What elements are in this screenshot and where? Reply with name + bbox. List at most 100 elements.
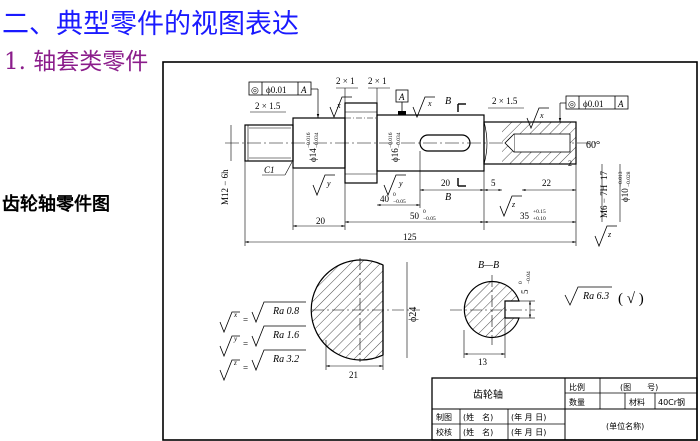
legend-letter-z: z [233,359,237,367]
svg-text:35: 35 [520,211,530,221]
svg-text:ϕ10: ϕ10 [620,188,630,202]
svg-text:40: 40 [380,194,390,204]
drawn-label: 制图 [436,412,452,422]
dimension-5-keyway: 5 0 −0.04 [518,271,532,294]
svg-text:ϕ14: ϕ14 [308,148,318,162]
svg-text:A: A [398,92,405,102]
dimension-22: 22 [542,178,551,188]
dimension-40: 40 0 −0.05 [380,192,406,205]
svg-text:+0.10: +0.10 [533,216,546,222]
dimension-20-keyway: 20 [441,178,451,188]
thread-left-label: M12 − 6h [220,169,230,205]
legend-value-z: Ra 3.2 [272,354,299,365]
end-view [310,258,420,370]
dimension-21: 21 [349,370,358,380]
legend-equals: = [243,339,248,349]
chamfer-label: 2 × 1.5 [492,96,518,106]
svg-text:ϕ16: ϕ16 [390,148,400,162]
dimension-lines [244,151,577,246]
legend-value-x: Ra 0.8 [272,306,299,317]
section-mark-top: B [445,96,451,107]
roughness-legend [219,301,306,382]
svg-text:Ra 6.3: Ra 6.3 [582,291,609,302]
svg-text:−0.028: −0.028 [626,171,632,187]
check-name: (姓 名) [463,427,493,437]
legend-letter-x: x [233,311,238,319]
legend-letter-y: y [233,335,238,343]
material-value: 40Cr钢 [658,397,685,407]
drawn-name: (姓 名) [463,412,493,422]
svg-text:0: 0 [393,192,396,198]
svg-text:−0.034: −0.034 [396,132,402,148]
svg-text:−0.04: −0.04 [526,271,532,284]
title-block [431,377,698,441]
diameter-phi10: ϕ10 −0.013 −0.028 [618,171,632,202]
legend-equals: = [243,363,248,373]
dimension-50: 50 0 −0.05 [410,209,436,222]
shaft-main-view [225,102,600,184]
section-b-b [450,275,535,358]
dimension-13: 13 [478,357,488,367]
unit-name: (单位名称) [606,421,644,431]
datum-a: A [395,89,409,115]
svg-text:◎: ◎ [251,85,259,95]
svg-text:ϕ0.01: ϕ0.01 [583,99,604,109]
surface-mark-z: z [511,200,516,209]
surface-mark-z: z [607,230,612,239]
svg-text:0: 0 [423,209,426,215]
dimension-20: 20 [316,216,326,226]
surface-mark-y: y [326,179,331,188]
drawing-number: (图 号) [620,383,658,392]
drawing-caption: 齿轮轴零件图 [2,194,110,215]
thread-depth-label: 17 [599,171,609,181]
check-label: 校核 [436,427,452,437]
svg-text:−0.016: −0.016 [388,132,394,148]
section-cut-marks [457,103,466,187]
general-roughness-note: Ra 6.3 ( √ ) [564,286,644,307]
svg-text:( √ ): ( √ ) [618,291,644,307]
angle-label: 60° [586,140,600,151]
dimension-2: 2 [568,159,572,168]
section-b-b-label: B—B [478,260,499,271]
svg-text:ϕ0.01: ϕ0.01 [266,85,287,95]
quantity-label: 数量 [569,397,585,407]
tolerance-frame-right: ◎ ϕ0.01 A [558,95,629,122]
material-label: 材料 [629,397,645,407]
svg-text:5: 5 [520,289,530,294]
surface-mark-x: x [539,111,544,120]
svg-text:+0.15: +0.15 [533,209,546,215]
svg-text:A: A [300,85,307,95]
svg-text:−0.034: −0.034 [314,132,320,148]
drawn-date: (年 月 日) [511,412,546,422]
svg-text:A: A [617,99,624,109]
scale-label: 比例 [569,382,585,392]
chamfer-label: 2 × 1 [336,76,355,86]
dimension-35: 35 +0.15 +0.10 [520,209,546,222]
surface-mark-x: x [427,99,432,108]
chamfer-leaders [250,87,524,113]
svg-text:◎: ◎ [568,99,576,109]
thread-right-label: M6 − 7H [599,184,609,218]
svg-text:−0.05: −0.05 [423,216,436,222]
diameter-phi14: ϕ14 −0.016 −0.034 [306,132,320,162]
chamfer-label: 2 × 1.5 [255,101,281,111]
svg-text:50: 50 [410,211,420,221]
check-date: (年 月 日) [511,427,546,437]
chamfer-label: 2 × 1 [368,76,387,86]
dimension-5: 5 [491,178,496,188]
svg-text:−0.013: −0.013 [618,171,624,187]
slide-title: 二、典型零件的视图表达 [2,9,299,40]
svg-text:−0.05: −0.05 [393,199,406,205]
part-name: 齿轮轴 [473,388,503,401]
chamfer-c-label: C1 [264,165,275,175]
tolerance-frame-left: ◎ ϕ0.01 A [248,81,320,118]
surface-mark-y: y [398,179,403,188]
svg-text:0: 0 [518,281,524,284]
surface-mark-x: x [336,101,341,110]
legend-equals: = [243,315,248,325]
section-mark-bottom: B [445,192,451,203]
legend-value-y: Ra 1.6 [272,330,299,341]
dimension-125: 125 [403,232,417,242]
slide-subtitle: 1. 轴套类零件 [4,49,149,75]
